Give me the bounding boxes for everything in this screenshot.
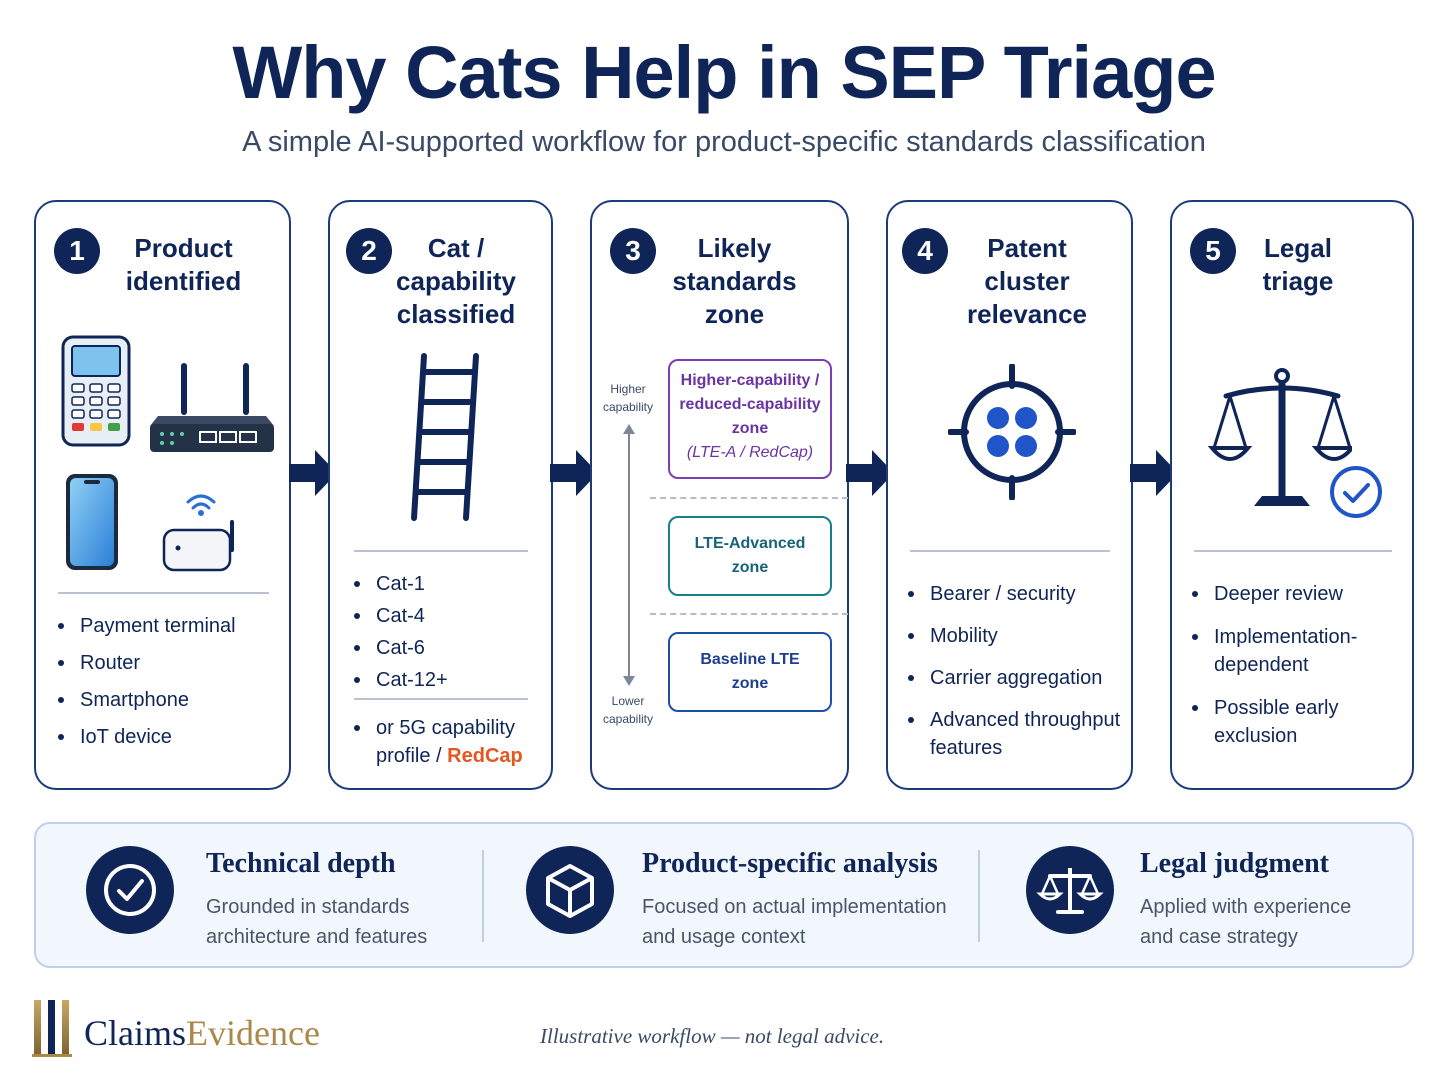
list-item: Smartphone bbox=[56, 686, 281, 714]
ladder-icon bbox=[411, 353, 479, 521]
router-icon bbox=[150, 363, 274, 452]
check-circle-icon bbox=[1330, 466, 1382, 518]
check-circle-icon bbox=[86, 846, 174, 934]
arrow-right-icon bbox=[550, 450, 598, 496]
payment-terminal-icon bbox=[61, 335, 131, 447]
step-badge-2: 2 bbox=[346, 228, 392, 274]
list-item: Payment terminal bbox=[56, 612, 281, 640]
step-5-bullets: Deeper review Implementation-dependent P… bbox=[1190, 580, 1370, 750]
list-item: Cat-1 bbox=[352, 570, 542, 598]
divider bbox=[58, 592, 269, 594]
capability-axis-arrow bbox=[623, 424, 635, 686]
list-item: Possible early exclusion bbox=[1190, 694, 1370, 750]
list-item: Router bbox=[56, 649, 281, 677]
zone-divider bbox=[650, 613, 848, 615]
list-item: Carrier aggregation bbox=[906, 664, 1126, 692]
divider bbox=[354, 698, 528, 700]
step-badge-4: 4 bbox=[902, 228, 948, 274]
step-badge-3: 3 bbox=[610, 228, 656, 274]
step-4-bullets: Bearer / security Mobility Carrier aggre… bbox=[906, 580, 1126, 762]
list-item: or 5G capability profile / RedCap bbox=[352, 714, 547, 770]
step-2-bullets: Cat-1 Cat-4 Cat-6 Cat-12+ bbox=[352, 570, 542, 694]
list-item: Cat-4 bbox=[352, 602, 542, 630]
cube-icon bbox=[526, 846, 614, 934]
step-2-extra: or 5G capability profile / RedCap bbox=[352, 714, 547, 770]
list-item: Mobility bbox=[906, 622, 1126, 650]
arrow-right-icon bbox=[1130, 450, 1178, 496]
zone-divider bbox=[650, 497, 848, 499]
iot-device-icon bbox=[162, 494, 234, 572]
divider bbox=[910, 550, 1110, 552]
zone-baseline-lte: Baseline LTE zone bbox=[668, 632, 832, 712]
brand-logo-icon bbox=[32, 1000, 72, 1057]
list-item: Implementation-dependent bbox=[1190, 623, 1370, 679]
step-badge-1: 1 bbox=[54, 228, 100, 274]
list-item: Bearer / security bbox=[906, 580, 1126, 608]
step-badge-5: 5 bbox=[1190, 228, 1236, 274]
brand-name: ClaimsEvidence bbox=[84, 1013, 320, 1053]
feature-title: Legal judgment bbox=[1140, 848, 1329, 879]
scales-icon bbox=[1026, 846, 1114, 934]
zone-higher-capability: Higher-capability / reduced-capability z… bbox=[668, 359, 832, 479]
list-item: Cat-6 bbox=[352, 634, 542, 662]
feature-separator bbox=[482, 850, 484, 942]
page-title: Why Cats Help in SEP Triage bbox=[232, 31, 1216, 114]
feature-title: Technical depth bbox=[206, 848, 396, 879]
divider bbox=[1194, 550, 1392, 552]
feature-separator bbox=[978, 850, 980, 942]
feature-title: Product-specific analysis bbox=[642, 848, 938, 879]
list-item: Deeper review bbox=[1190, 580, 1370, 608]
target-crosshair-icon bbox=[948, 364, 1076, 500]
redcap-highlight: RedCap bbox=[447, 745, 523, 767]
list-item: Advanced throughput features bbox=[906, 706, 1126, 762]
divider bbox=[354, 550, 528, 552]
zone-lte-advanced: LTE-Advanced zone bbox=[668, 516, 832, 596]
arrow-right-icon bbox=[846, 450, 894, 496]
step-1-bullets: Payment terminal Router Smartphone IoT d… bbox=[56, 612, 281, 751]
arrow-right-icon bbox=[289, 450, 337, 496]
scales-justice-icon bbox=[1208, 368, 1352, 506]
list-item: IoT device bbox=[56, 723, 281, 751]
disclaimer: Illustrative workflow — not legal advice… bbox=[540, 1024, 885, 1048]
page-subtitle: A simple AI-supported workflow for produ… bbox=[242, 126, 1206, 158]
smartphone-icon bbox=[66, 474, 118, 570]
list-item: Cat-12+ bbox=[352, 666, 542, 694]
